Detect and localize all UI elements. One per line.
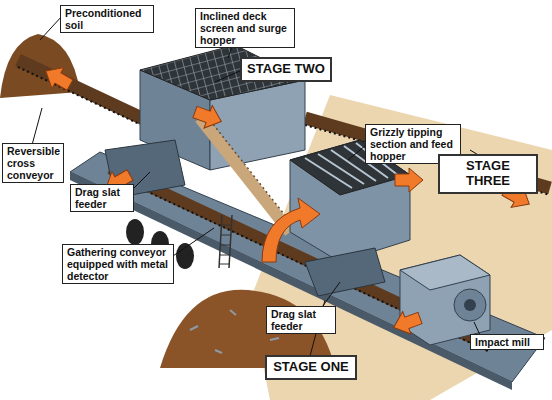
ladder: [219, 215, 232, 268]
ladder: [219, 215, 222, 268]
flow-arrows: [395, 168, 423, 192]
incline-conveyor: [200, 114, 295, 232]
impact-mill: [454, 289, 486, 321]
callout-box: Inclined deck screen and surge hopper: [195, 8, 295, 48]
incline-conveyor: [200, 118, 290, 232]
callout-box: Gathering conveyor equipped with metal d…: [62, 244, 174, 284]
drag-slat-feeder-lower: [305, 248, 385, 296]
callout-box: Drag slat feeder: [70, 184, 134, 212]
cross-conveyor: [18, 67, 150, 129]
flow-arrows: [40, 61, 76, 96]
trailer-wheels: [176, 243, 194, 269]
stage-label: STAGE THREE: [438, 154, 538, 194]
callout-box: Preconditioned soil: [60, 5, 154, 33]
flow-arrows: [40, 61, 535, 339]
label-text: Drag slat feeder: [271, 308, 331, 332]
label-text: STAGE THREE: [444, 159, 532, 189]
cross-conveyor: [18, 60, 150, 129]
label-text: STAGE ONE: [271, 360, 351, 375]
label-text: Gathering conveyor equipped with metal d…: [67, 246, 169, 282]
stage-label: STAGE TWO: [240, 57, 332, 82]
flow-arrows: [191, 101, 226, 133]
label-text: Impact mill: [475, 336, 539, 348]
leader-lines: [32, 108, 42, 145]
label-text: Reversible cross conveyor: [7, 145, 59, 181]
trailer-wheels: [126, 219, 144, 245]
impact-mill: [400, 255, 490, 290]
drag-slat-feeder-lower: [305, 248, 385, 296]
callout-box: Reversible cross conveyor: [2, 143, 64, 183]
leader-lines: [32, 16, 480, 356]
callout-box: Drag slat feeder: [266, 306, 336, 334]
ladder: [220, 225, 232, 264]
impact-mill: [464, 299, 476, 311]
leader-lines: [348, 145, 366, 160]
callout-box: Impact mill: [470, 334, 544, 350]
impact-mill: [400, 255, 490, 345]
leader-lines: [170, 228, 214, 258]
flow-arrows: [390, 307, 425, 339]
leader-lines: [40, 16, 62, 40]
stage-label: STAGE ONE: [265, 355, 357, 380]
label-text: Drag slat feeder: [75, 186, 129, 210]
label-text: Preconditioned soil: [65, 7, 149, 31]
cross-conveyor: [18, 60, 150, 122]
incline-conveyor: [205, 114, 295, 228]
leader-lines: [132, 172, 150, 190]
label-text: Inclined deck screen and surge hopper: [200, 10, 290, 46]
ladder: [229, 215, 232, 268]
flow-arrows: [262, 198, 320, 262]
label-text: STAGE TWO: [246, 62, 326, 77]
impact-mill: [400, 255, 490, 345]
leader-lines: [215, 70, 242, 82]
